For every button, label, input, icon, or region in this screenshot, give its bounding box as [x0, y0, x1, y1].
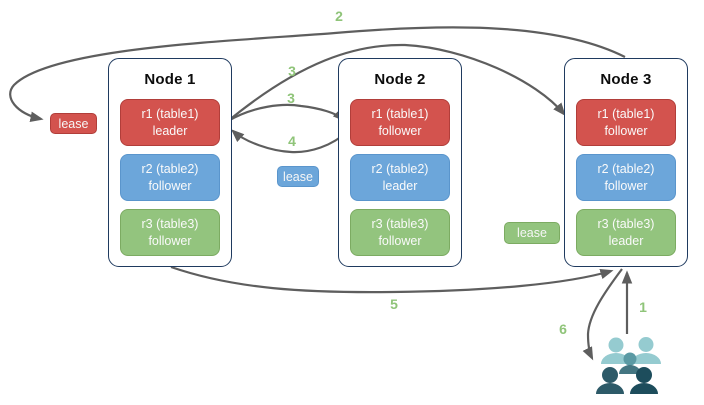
step-label-3b: 3 — [287, 90, 295, 106]
replica-role: follower — [378, 233, 422, 248]
lease-badge-red: lease — [50, 113, 97, 134]
arrow-step-4 — [231, 129, 349, 154]
step-label-3a: 3 — [288, 63, 296, 79]
node-3-replica-r1: r1 (table1) follower — [576, 99, 676, 146]
node-1: Node 1 r1 (table1) leader r2 (table2) fo… — [108, 58, 232, 267]
arrow-step-3-to-node2 — [227, 103, 346, 122]
node-2: Node 2 r1 (table1) follower r2 (table2) … — [338, 58, 462, 267]
replica-name: r2 (table2) — [141, 162, 199, 177]
node-1-title: Node 1 — [144, 70, 196, 88]
lease-badge-green: lease — [504, 222, 560, 244]
replica-role: leader — [152, 123, 188, 138]
lease-badge-blue: lease — [277, 166, 319, 187]
user-front-right — [630, 367, 658, 394]
replica-name: r3 (table3) — [597, 217, 655, 232]
replica-name: r3 (table3) — [141, 217, 199, 232]
step-label-2: 2 — [335, 8, 343, 24]
step-label-1: 1 — [639, 299, 647, 315]
arrow-step-2 — [9, 26, 626, 123]
replica-role: follower — [604, 178, 648, 193]
replica-role: follower — [148, 233, 192, 248]
node-2-replica-r3: r3 (table3) follower — [350, 209, 450, 256]
user-middle — [619, 352, 641, 374]
arrow-step-3-to-node3 — [227, 43, 566, 122]
replica-name: r1 (table1) — [597, 107, 655, 122]
node-2-replica-r1: r1 (table1) follower — [350, 99, 450, 146]
replica-name: r1 (table1) — [371, 107, 429, 122]
node-1-replica-r3: r3 (table3) follower — [120, 209, 220, 256]
node-3-replica-r3: r3 (table3) leader — [576, 209, 676, 256]
node-2-replica-r2: r2 (table2) leader — [350, 154, 450, 201]
replica-role: leader — [608, 233, 644, 248]
replica-name: r1 (table1) — [141, 107, 199, 122]
replica-role: leader — [382, 178, 418, 193]
replica-role: follower — [378, 123, 422, 138]
user-front-left — [596, 367, 624, 394]
user-back-left — [601, 337, 631, 364]
arrow-step-5 — [170, 265, 614, 294]
step-label-6: 6 — [559, 321, 567, 337]
node-2-title: Node 2 — [374, 70, 426, 88]
step-label-5: 5 — [390, 296, 398, 312]
node-1-replica-r2: r2 (table2) follower — [120, 154, 220, 201]
replica-name: r2 (table2) — [371, 162, 429, 177]
node-3-title: Node 3 — [600, 70, 652, 88]
replica-role: follower — [148, 178, 192, 193]
replica-role: follower — [604, 123, 648, 138]
arrow-step-6 — [582, 268, 623, 361]
node-3-replica-r2: r2 (table2) follower — [576, 154, 676, 201]
replica-name: r3 (table3) — [371, 217, 429, 232]
step-label-4: 4 — [288, 133, 296, 149]
replica-name: r2 (table2) — [597, 162, 655, 177]
node-3: Node 3 r1 (table1) follower r2 (table2) … — [564, 58, 688, 267]
users-group-icon — [596, 337, 661, 394]
node-1-replica-r1: r1 (table1) leader — [120, 99, 220, 146]
user-back-right — [631, 337, 661, 364]
